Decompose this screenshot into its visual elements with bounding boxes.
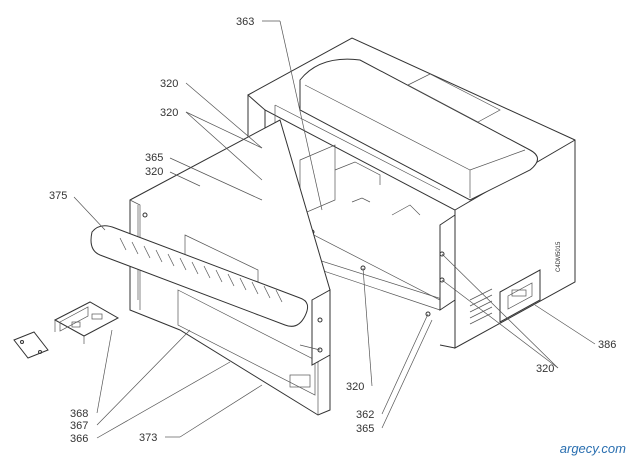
callout-367: 367 <box>70 420 88 432</box>
connector-port <box>499 269 541 323</box>
grill-slots <box>119 237 283 303</box>
callout-365: 365 <box>145 152 163 164</box>
drawing-code: C4DM5015 <box>556 241 562 272</box>
interface-card <box>53 301 120 344</box>
callout-373: 373 <box>139 432 157 444</box>
callout-320: 320 <box>536 363 554 375</box>
callout-375: 375 <box>49 190 67 202</box>
front-panel <box>90 119 331 416</box>
callout-labels: 363 320 320 365 320 375 386 320 320 362 … <box>49 16 616 445</box>
callout-365: 365 <box>356 423 374 435</box>
side-vent <box>469 288 493 325</box>
callout-320: 320 <box>160 107 178 119</box>
callout-320: 320 <box>160 78 178 90</box>
callout-320: 320 <box>145 166 163 178</box>
callout-366: 366 <box>70 433 88 445</box>
callout-362: 362 <box>356 409 374 421</box>
callout-320: 320 <box>346 381 364 393</box>
callout-386: 386 <box>598 339 616 351</box>
cover-plate <box>13 331 49 359</box>
callout-363: 363 <box>236 16 254 28</box>
printer-housing <box>197 37 576 349</box>
leader-lines <box>73 20 596 439</box>
callout-368: 368 <box>70 408 88 420</box>
watermark: argecy.com <box>559 441 626 456</box>
